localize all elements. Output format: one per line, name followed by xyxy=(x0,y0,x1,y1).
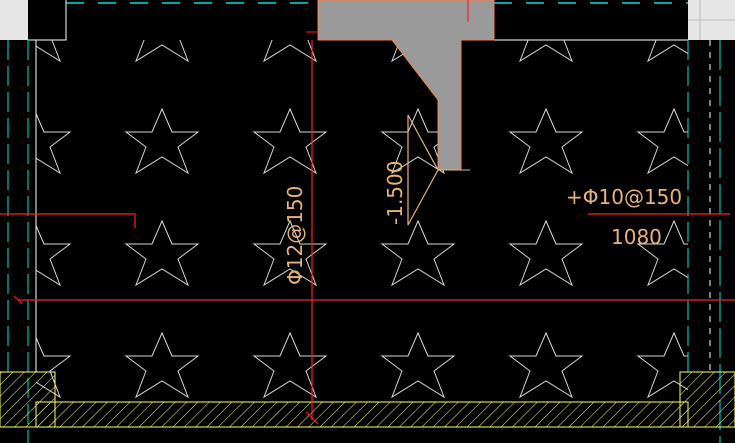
top-left-corner-block xyxy=(0,0,28,40)
bottom-left-hatch-block xyxy=(0,371,56,428)
bottom-hatch-strip xyxy=(35,401,689,428)
soil-hatch-area xyxy=(36,40,688,402)
rebar-vertical-label: Φ12@150 xyxy=(283,186,307,285)
rebar-horizontal-upper xyxy=(0,213,136,228)
slab-top-outline xyxy=(28,0,67,41)
bottom-right-hatch-block xyxy=(679,371,735,428)
elevation-label: -1.500 xyxy=(383,161,407,225)
rebar-horizontal-label: +Φ10@150 xyxy=(566,185,682,209)
dimension-label: 1080 xyxy=(611,225,662,249)
elevation-marker xyxy=(407,114,439,226)
